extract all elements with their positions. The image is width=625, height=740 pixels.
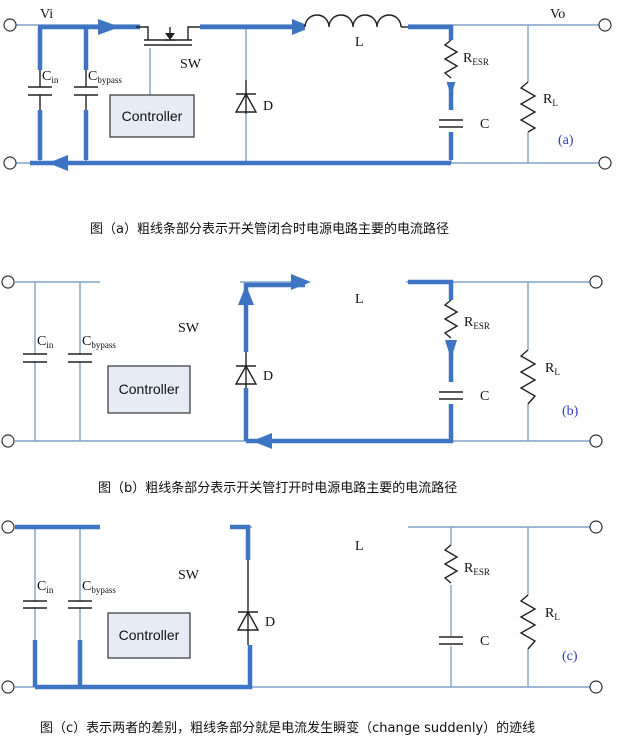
terminal-in-top — [1, 520, 15, 534]
label-c-out: C — [480, 389, 489, 404]
arrow-up-icon — [238, 285, 254, 305]
panel-b: Cin Cbypass SW Controller D L RESR C RL … — [1, 274, 603, 449]
label-c-bypass: Cbypass — [82, 579, 116, 595]
terminal-out-top — [589, 520, 603, 534]
arrow-right-icon — [291, 274, 311, 290]
transient-path-bottom — [35, 645, 253, 690]
terminal-out-top — [589, 275, 603, 289]
arrow-right-icon — [292, 19, 312, 35]
label-sw: SW — [180, 57, 202, 72]
panel-a: Cin Cbypass SW Controller D L — [3, 7, 612, 171]
label-d: D — [265, 615, 275, 630]
diode-icon — [234, 352, 258, 388]
inductor-icon — [304, 14, 402, 28]
current-path-cap — [246, 279, 454, 444]
label-r-l: RL — [543, 92, 558, 108]
label-d: D — [263, 369, 273, 384]
panel-tag-c: (c) — [562, 649, 578, 664]
transient-path-switch — [230, 524, 251, 560]
cin-capacitor-icon — [23, 353, 47, 363]
label-r-esr: RESR — [464, 561, 490, 577]
cbypass-capacitor-icon — [68, 353, 92, 363]
label-vi: Vi — [40, 7, 53, 22]
mosfet-switch-icon — [136, 20, 200, 46]
controller-label: Controller — [122, 108, 183, 124]
label-c-bypass: Cbypass — [82, 334, 116, 350]
output-capacitor-icon — [439, 391, 463, 400]
load-resistor-icon — [519, 349, 537, 405]
arrow-left-icon — [48, 155, 68, 171]
label-c-out: C — [480, 634, 489, 649]
arrow-down-icon — [444, 337, 458, 359]
controller-label: Controller — [119, 381, 180, 397]
label-inductor: L — [355, 292, 364, 307]
esr-resistor-icon — [443, 39, 459, 79]
caption-b: 图（b）粗线条部分表示开关管打开时电源电路主要的电流路径 — [98, 480, 457, 496]
caption-c: 图（c）表示两者的差别，粗线条部分就是电流发生瞬变（change suddenl… — [40, 720, 535, 736]
label-sw: SW — [178, 568, 200, 583]
arrow-left-icon — [252, 433, 272, 449]
label-inductor: L — [355, 35, 364, 50]
output-capacitor-icon — [439, 636, 463, 646]
load-resistor-icon — [519, 81, 537, 133]
terminal-out-bottom — [589, 434, 603, 448]
terminal-in-bottom — [1, 434, 15, 448]
controller-label: Controller — [119, 627, 180, 643]
terminal-in-bottom — [1, 680, 15, 694]
esr-resistor-icon — [443, 299, 459, 339]
cbypass-capacitor-icon — [74, 70, 98, 110]
esr-resistor-icon — [443, 544, 459, 584]
terminal-in-top — [1, 275, 15, 289]
panel-tag-a: (a) — [558, 133, 574, 148]
cin-capacitor-icon — [23, 600, 47, 609]
diode-icon — [234, 80, 258, 114]
terminal-in-top — [3, 18, 17, 32]
label-r-l: RL — [545, 606, 560, 622]
label-r-esr: RESR — [463, 51, 489, 67]
label-c-bypass: Cbypass — [88, 69, 122, 85]
label-sw: SW — [178, 321, 200, 336]
controller-box — [107, 612, 191, 659]
load-resistor-icon — [519, 594, 537, 650]
label-c-out: C — [480, 117, 489, 132]
panel-tag-b: (b) — [562, 404, 579, 419]
label-r-esr: RESR — [464, 315, 490, 331]
label-r-l: RL — [545, 361, 560, 377]
terminal-out-top — [598, 18, 612, 32]
controller-box — [107, 365, 191, 414]
label-c-in: Cin — [42, 69, 59, 85]
caption-a: 图（a）粗线条部分表示开关管闭合时电源电路主要的电流路径 — [90, 221, 449, 237]
output-capacitor-icon — [439, 119, 463, 128]
label-d: D — [263, 99, 273, 114]
terminal-out-bottom — [598, 156, 612, 170]
terminal-in-bottom — [3, 156, 17, 170]
controller-box — [109, 94, 195, 138]
cin-capacitor-icon — [28, 70, 52, 110]
diode-icon — [236, 560, 260, 645]
label-c-in: Cin — [37, 579, 54, 595]
panel-c: Cin Cbypass SW Controller D L RESR C RL … — [1, 520, 603, 694]
cbypass-capacitor-icon — [68, 600, 92, 609]
label-inductor: L — [355, 539, 364, 554]
arrow-right-icon — [98, 19, 120, 35]
label-c-in: Cin — [37, 334, 54, 350]
terminal-out-bottom — [589, 680, 603, 694]
label-vo: Vo — [550, 7, 565, 22]
